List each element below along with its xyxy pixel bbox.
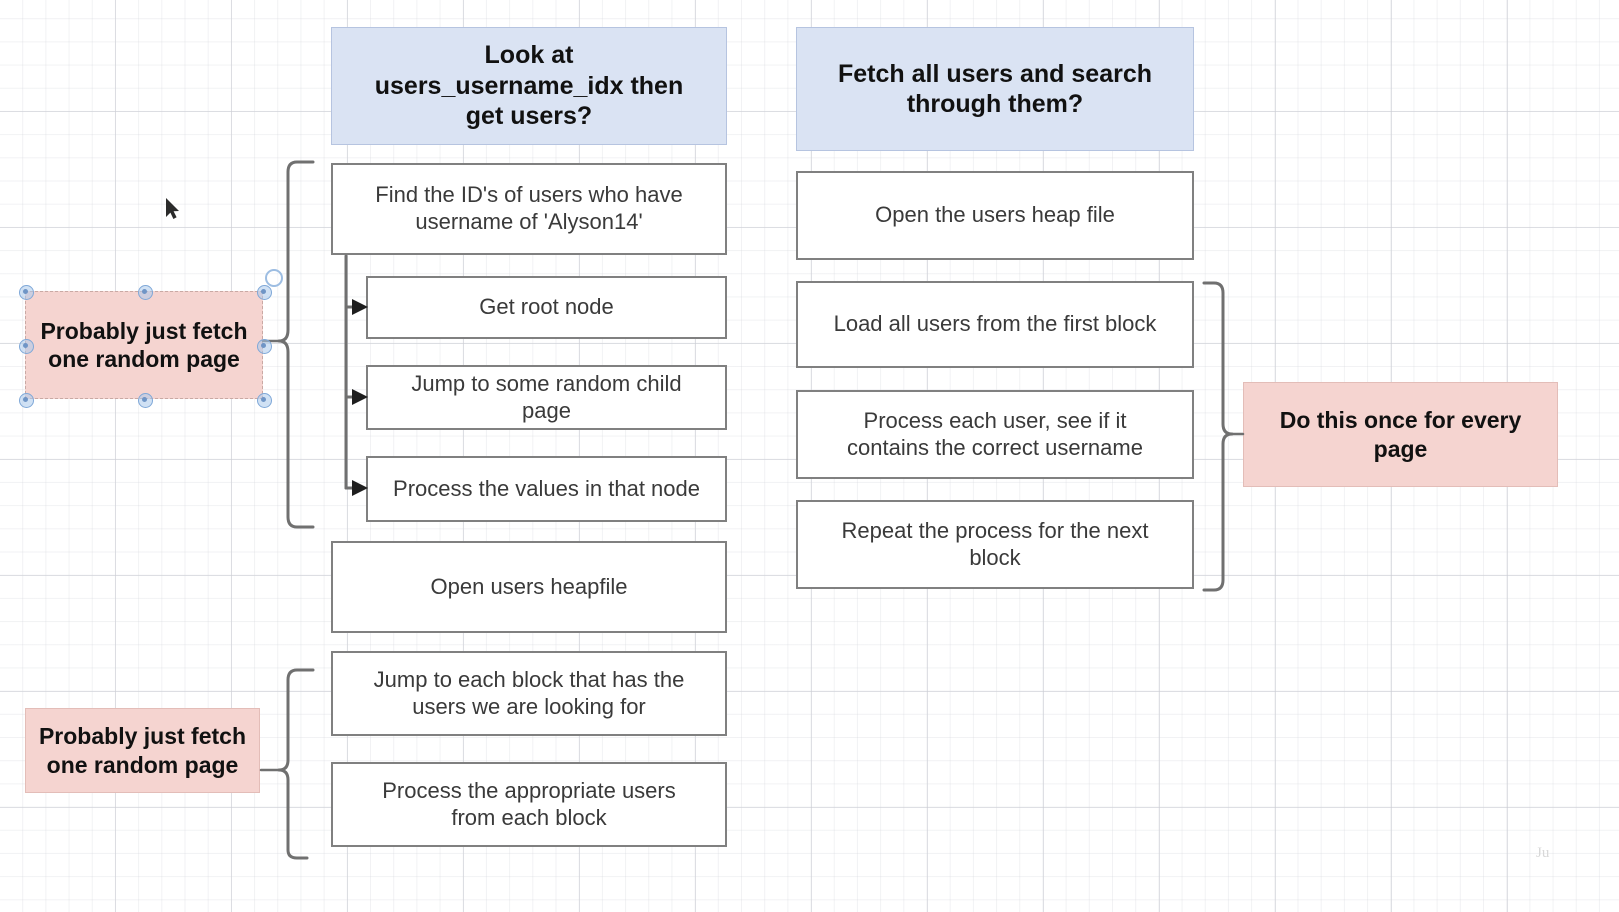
annotation-top-left[interactable]: Probably just fetch one random page (25, 291, 263, 399)
step-load-first-block[interactable]: Load all users from the first block (796, 281, 1194, 368)
step-process-each-user[interactable]: Process each user, see if it contains th… (796, 390, 1194, 479)
step-process-values[interactable]: Process the values in that node (366, 456, 727, 522)
bracket-bottom-left (277, 668, 315, 860)
handle-bottom-center[interactable] (137, 392, 153, 408)
handle-middle-right[interactable] (256, 338, 272, 354)
handle-top-center[interactable] (137, 284, 153, 300)
step-jump-random-child[interactable]: Jump to some random child page (366, 365, 727, 430)
step-open-users-heapfile[interactable]: Open users heapfile (331, 541, 727, 633)
annotation-bottom-left[interactable]: Probably just fetch one random page (25, 708, 260, 793)
handle-middle-left[interactable] (18, 338, 34, 354)
watermark: Ju (1536, 845, 1550, 861)
rotate-handle-icon[interactable] (265, 269, 283, 287)
bracket-right (1202, 281, 1234, 592)
annotation-right[interactable]: Do this once for every page (1243, 382, 1558, 487)
column-header-seq-scan[interactable]: Fetch all users and search through them? (796, 27, 1194, 151)
handle-bottom-left[interactable] (18, 392, 34, 408)
handle-bottom-right[interactable] (256, 392, 272, 408)
handle-top-left[interactable] (18, 284, 34, 300)
mouse-cursor-arrow (166, 198, 179, 219)
step-jump-each-block[interactable]: Jump to each block that has the users we… (331, 651, 727, 736)
step-open-heap-file[interactable]: Open the users heap file (796, 171, 1194, 260)
handle-top-right[interactable] (256, 284, 272, 300)
step-process-appropriate-users[interactable]: Process the appropriate users from each … (331, 762, 727, 847)
step-find-ids[interactable]: Find the ID's of users who have username… (331, 163, 727, 255)
bracket-top-left (277, 160, 315, 529)
column-header-index-scan[interactable]: Look at users_username_idx then get user… (331, 27, 727, 145)
step-repeat-next-block[interactable]: Repeat the process for the next block (796, 500, 1194, 589)
step-get-root-node[interactable]: Get root node (366, 276, 727, 339)
